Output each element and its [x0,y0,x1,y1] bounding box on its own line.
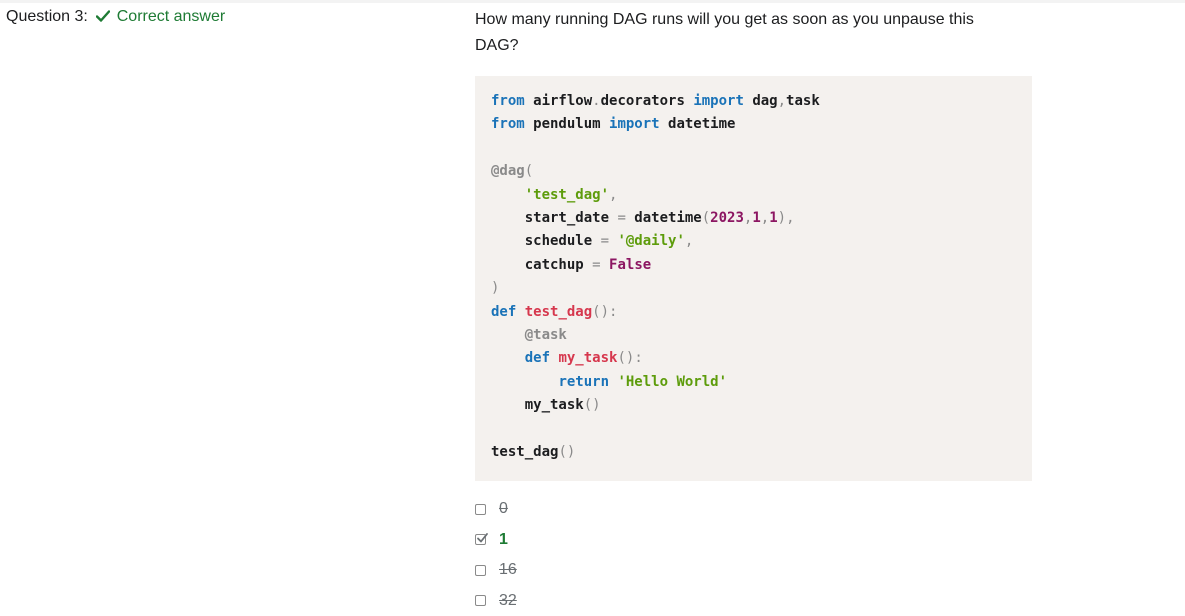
code-token: , [778,93,786,109]
code-token: , [685,233,693,249]
question-number: Question 3: [6,8,88,25]
code-token: (): [617,350,642,366]
checkbox [475,504,486,515]
code-token: import [693,93,744,109]
code-token: return [558,374,609,390]
code-token: . [592,93,600,109]
code-token: () [558,444,575,460]
code-line: def test_dag(): [491,301,1032,324]
code-token: , [609,187,617,203]
code-token: my_task [491,397,584,413]
code-token: datetime [660,116,736,132]
code-token: () [584,397,601,413]
answer-option-2: 16 [475,555,517,586]
question-header: Question 3: Correct answer [6,8,225,26]
answer-option-0: 0 [475,494,517,525]
code-line: def my_task(): [491,347,1032,370]
code-token: = [592,257,600,273]
code-token: ( [702,210,710,226]
code-line: schedule = '@daily', [491,230,1032,253]
code-token [491,187,525,203]
code-token: ( [525,163,533,179]
code-line: return 'Hello World' [491,371,1032,394]
answer-label: 16 [499,561,517,579]
code-token: my_task [558,350,617,366]
answer-option-3: 32 [475,586,517,616]
code-token: 1 [752,210,760,226]
code-token: @dag [491,163,525,179]
checkbox [475,565,486,576]
code-token: '@daily' [617,233,684,249]
code-token: dag [744,93,778,109]
checkmark-icon [96,9,110,21]
code-token: (): [592,304,617,320]
answer-label: 32 [499,592,517,610]
code-token [516,304,524,320]
code-token: airflow [525,93,592,109]
code-token: datetime [626,210,702,226]
code-line: from airflow.decorators import dag,task [491,90,1032,113]
code-line [491,417,1032,440]
code-token: = [617,210,625,226]
code-token [491,327,525,343]
code-token: @task [525,327,567,343]
code-token: catchup [491,257,592,273]
code-token: from [491,93,525,109]
answer-label: 1 [499,531,508,549]
code-token: schedule [491,233,601,249]
code-line: from pendulum import datetime [491,113,1032,136]
code-token: test_dag [525,304,592,320]
code-token: decorators [601,93,694,109]
code-token: def [491,304,516,320]
answer-status: Correct answer [117,8,225,25]
code-token: from [491,116,525,132]
answer-option-1: 1 [475,525,517,556]
code-token: 'test_dag' [525,187,609,203]
code-line: @task [491,324,1032,347]
code-token [491,350,525,366]
code-token: def [525,350,550,366]
code-token: , [761,210,769,226]
code-token: 'Hello World' [617,374,727,390]
code-line: start_date = datetime(2023,1,1), [491,207,1032,230]
checkbox-checked [475,534,486,545]
answer-label: 0 [499,500,508,518]
code-line: test_dag() [491,441,1032,464]
code-line: catchup = False [491,254,1032,277]
code-token: ), [778,210,795,226]
code-token: 2023 [710,210,744,226]
code-token: import [609,116,660,132]
code-line: 'test_dag', [491,184,1032,207]
code-token: = [601,233,609,249]
code-token: False [609,257,651,273]
code-line: @dag( [491,160,1032,183]
question-text: How many running DAG runs will you get a… [475,7,1015,59]
code-token: start_date [491,210,617,226]
code-token: 1 [769,210,777,226]
code-line: my_task() [491,394,1032,417]
answer-options: 0 1 16 32 [475,494,517,616]
code-line: ) [491,277,1032,300]
checkmark-icon [475,531,489,545]
code-token: pendulum [525,116,609,132]
top-divider [0,0,1185,3]
checkbox [475,595,486,606]
code-token: test_dag [491,444,558,460]
code-token: task [786,93,820,109]
code-token [491,374,558,390]
code-line [491,137,1032,160]
code-token: ) [491,280,499,296]
code-token [601,257,609,273]
